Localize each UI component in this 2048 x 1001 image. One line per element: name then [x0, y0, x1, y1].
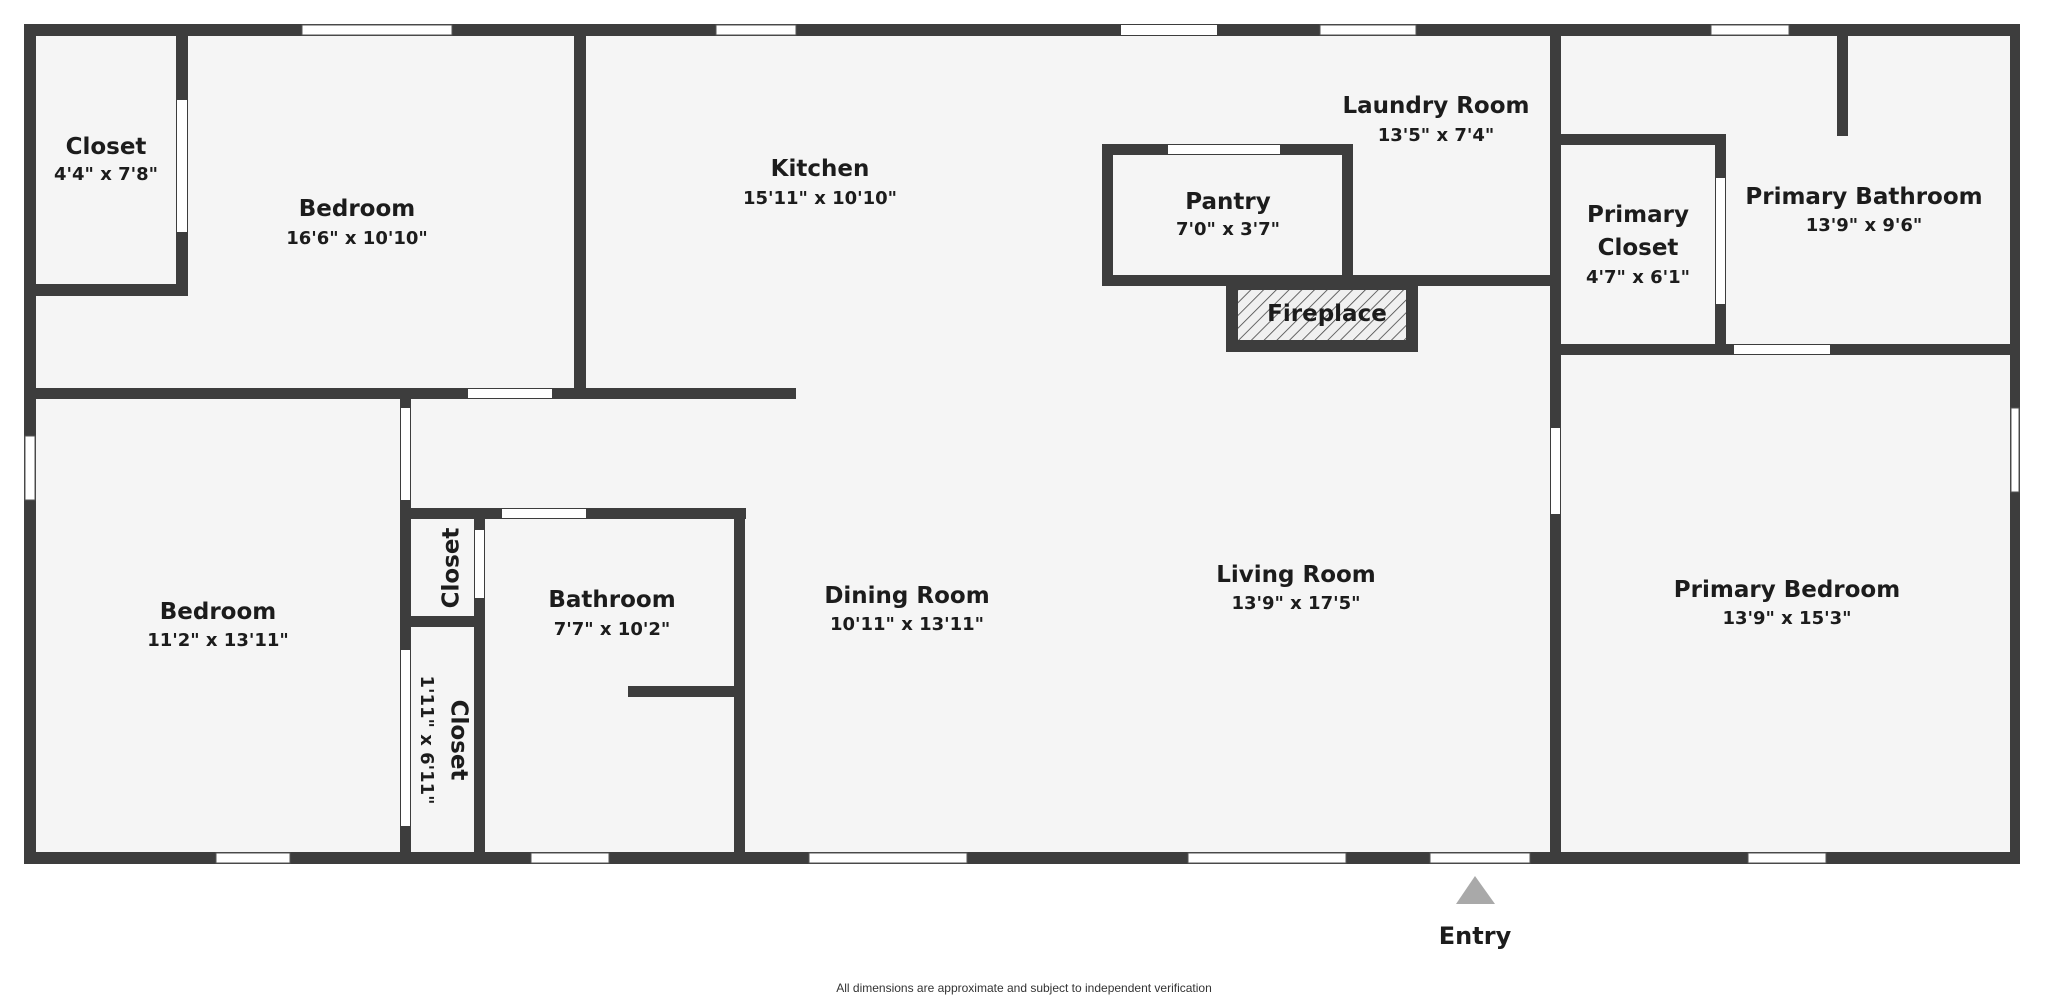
- doorway-entry: [1429, 852, 1531, 864]
- wall-closet-nw-bottom: [30, 284, 188, 296]
- window: [715, 24, 797, 36]
- closet-small-name: Closet: [439, 528, 465, 609]
- doorway: [475, 530, 484, 598]
- wall-horizontal-mid: [30, 388, 796, 399]
- doorway: [502, 509, 586, 518]
- window: [2010, 407, 2020, 493]
- primary-bath-name: Primary Bathroom: [1745, 184, 1982, 210]
- doorway: [1716, 178, 1725, 304]
- bathroom-name: Bathroom: [548, 587, 675, 613]
- doorway: [401, 650, 410, 826]
- bedroom-sw-dims: 11'2" x 13'11": [147, 630, 289, 651]
- bedroom-n-name: Bedroom: [299, 196, 416, 222]
- room-labels: Closet 4'4" x 7'8" Bedroom 16'6" x 10'10…: [54, 93, 1983, 805]
- primary-closet-name-1: Primary: [1587, 202, 1689, 228]
- primary-bath-dims: 13'9" x 9'6": [1806, 215, 1923, 236]
- living-dims: 13'9" x 17'5": [1231, 593, 1360, 614]
- wall-pantry-left: [1102, 144, 1113, 286]
- entry-label: Entry: [1439, 922, 1512, 950]
- doorway: [1734, 345, 1830, 354]
- doorway: [401, 408, 410, 500]
- dining-name: Dining Room: [824, 583, 989, 609]
- closet-tall-dims: 1'11" x 6'11": [416, 675, 437, 804]
- window: [1319, 24, 1417, 36]
- doorway: [1121, 25, 1217, 35]
- fireplace-hearth: [1238, 290, 1406, 340]
- wall-pantry-right: [1342, 144, 1353, 286]
- laundry-dims: 13'5" x 7'4": [1378, 125, 1495, 146]
- doorway: [1168, 145, 1280, 154]
- wall-bathroom-stub: [628, 686, 740, 697]
- wall-bathroom-right: [734, 508, 745, 858]
- window: [24, 435, 36, 501]
- bedroom-sw-name: Bedroom: [160, 599, 277, 625]
- floor-area: [30, 32, 2014, 858]
- closet-nw-dims: 4'4" x 7'8": [54, 164, 158, 185]
- dining-dims: 10'11" x 13'11": [830, 614, 984, 635]
- kitchen-name: Kitchen: [771, 156, 870, 182]
- primary-closet-dims: 4'7" x 6'1": [1586, 267, 1690, 288]
- doorway: [468, 389, 552, 398]
- doorway: [1551, 428, 1560, 514]
- window: [530, 852, 610, 864]
- pantry-dims: 7'0" x 3'7": [1176, 219, 1280, 240]
- openings: [24, 24, 2020, 864]
- bedroom-n-dims: 16'6" x 10'10": [286, 228, 428, 249]
- kitchen-dims: 15'11" x 10'10": [743, 188, 897, 209]
- primary-bedroom-name: Primary Bedroom: [1674, 577, 1900, 603]
- wall-bathroom-left: [474, 508, 485, 858]
- primary-bedroom-dims: 13'9" x 15'3": [1722, 608, 1851, 629]
- wall-bedroom-kitchen: [574, 30, 586, 394]
- wall-exterior-bottom: [24, 852, 2020, 864]
- wall-primary-closet-top: [1556, 134, 1726, 145]
- entry-arrow-icon: [1456, 876, 1495, 904]
- closet-tall-name: Closet: [446, 700, 472, 781]
- window: [1747, 852, 1827, 864]
- window: [215, 852, 291, 864]
- wall-closet-mid: [400, 616, 480, 627]
- pantry-name: Pantry: [1185, 189, 1270, 215]
- living-name: Living Room: [1216, 562, 1376, 588]
- wall-exterior-top: [24, 24, 2020, 36]
- laundry-name: Laundry Room: [1342, 93, 1529, 119]
- window: [301, 24, 453, 36]
- window: [1187, 852, 1347, 864]
- disclaimer-note: All dimensions are approximate and subje…: [836, 981, 1212, 995]
- primary-closet-name-2: Closet: [1598, 235, 1679, 261]
- wall-primary-bath-stub: [1837, 30, 1848, 136]
- doorway: [177, 100, 187, 232]
- window: [1710, 24, 1790, 36]
- window: [808, 852, 968, 864]
- closet-nw-name: Closet: [66, 134, 147, 160]
- bathroom-dims: 7'7" x 10'2": [554, 619, 671, 640]
- fireplace-name: Fireplace: [1267, 301, 1387, 327]
